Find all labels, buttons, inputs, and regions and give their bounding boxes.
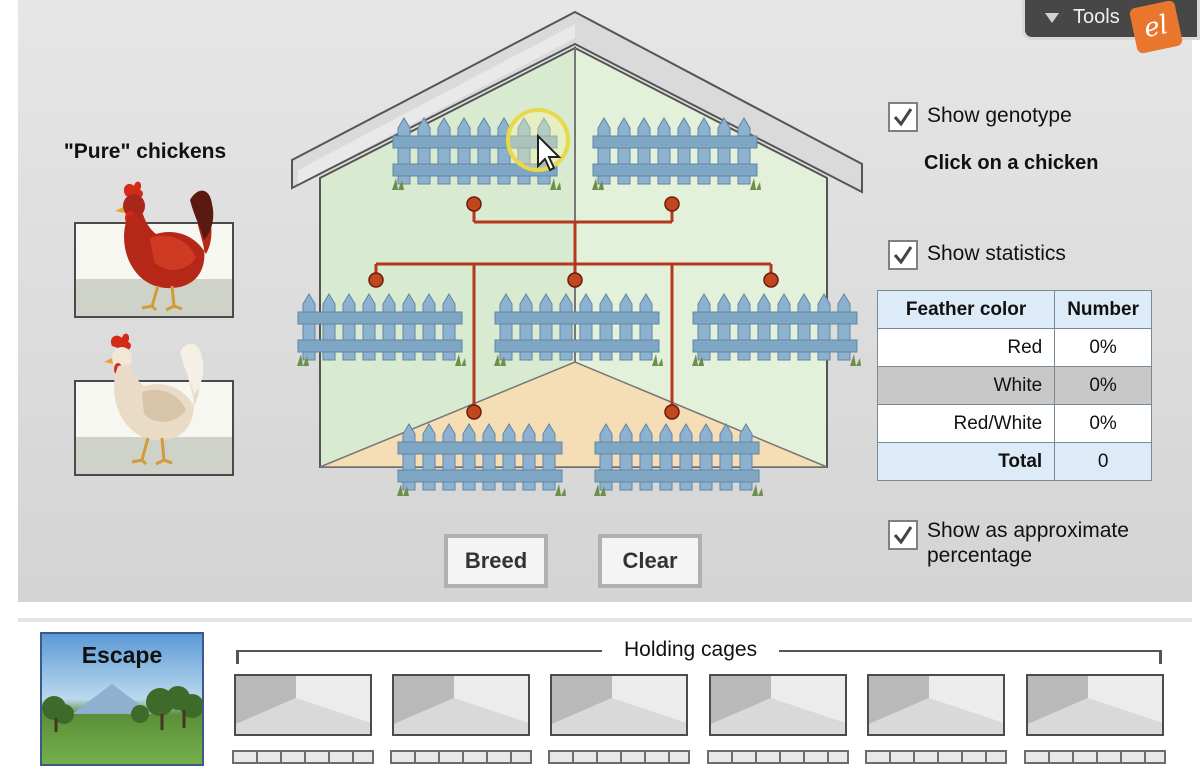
cage-interior	[869, 676, 1003, 734]
row-value-red: 0%	[1054, 328, 1152, 367]
caret-down-icon	[1045, 13, 1059, 23]
total-label: Total	[876, 442, 1056, 481]
cage-interior	[394, 676, 528, 734]
white-chicken-icon[interactable]	[100, 332, 210, 472]
table-row: Red/White 0%	[876, 404, 1152, 443]
row-label-red-white: Red/White	[876, 404, 1056, 443]
pure-chickens-title: "Pure" chickens	[63, 140, 227, 163]
show-statistics-label: Show statistics	[927, 242, 1066, 265]
holding-cage-4[interactable]	[709, 674, 847, 736]
row-label-white: White	[876, 366, 1056, 405]
holding-cages-title: Holding cages	[602, 638, 780, 662]
parent-pen-right[interactable]	[590, 112, 762, 192]
escape-area[interactable]: Escape	[40, 632, 204, 766]
checkmark-icon	[893, 526, 913, 545]
total-value: 0	[1054, 442, 1152, 481]
holding-cage-5-base	[865, 750, 1007, 764]
holding-cage-4-base	[707, 750, 849, 764]
offspring-pen-right[interactable]	[690, 288, 862, 368]
logo-text: el	[1141, 9, 1171, 45]
show-statistics-checkbox[interactable]	[888, 240, 918, 270]
explorelearning-logo: el	[1128, 0, 1184, 55]
table-header-feather-color: Feather color	[876, 290, 1056, 329]
holding-cage-1-base	[232, 750, 374, 764]
offspring-pen-center[interactable]	[492, 288, 664, 368]
holding-cage-3-base	[548, 750, 690, 764]
holding-cage-5[interactable]	[867, 674, 1005, 736]
holding-cage-6[interactable]	[1026, 674, 1164, 736]
cage-interior	[1028, 676, 1162, 734]
table-header-row: Feather color Number	[876, 290, 1152, 329]
holding-cage-2[interactable]	[392, 674, 530, 736]
breed-button[interactable]: Breed	[444, 534, 548, 588]
approx-percentage-checkbox[interactable]	[888, 520, 918, 550]
clear-button[interactable]: Clear	[598, 534, 702, 588]
approx-percentage-label: Show as approximate percentage	[927, 518, 1129, 568]
grandchild-pen-right[interactable]	[592, 418, 764, 498]
checkmark-icon	[893, 246, 913, 265]
tools-menu[interactable]: Tools el	[1022, 0, 1200, 55]
holding-cage-3[interactable]	[550, 674, 688, 736]
show-genotype-checkbox[interactable]	[888, 102, 918, 132]
statistics-table: Feather color Number Red 0% White 0% Red…	[876, 290, 1152, 481]
tools-label: Tools	[1073, 6, 1120, 28]
instruction-text: Click on a chicken	[924, 152, 1099, 174]
cage-interior	[711, 676, 845, 734]
approx-percentage-line1: Show as approximate	[927, 519, 1129, 542]
red-chicken-icon[interactable]	[106, 176, 226, 316]
landscape-trees-icon	[42, 684, 202, 732]
mouse-cursor-icon	[506, 108, 570, 172]
table-total-row: Total 0	[876, 442, 1152, 481]
row-label-red: Red	[876, 328, 1056, 367]
row-value-red-white: 0%	[1054, 404, 1152, 443]
holding-cage-6-base	[1024, 750, 1166, 764]
cage-interior	[236, 676, 370, 734]
show-genotype-label: Show genotype	[927, 104, 1072, 127]
table-row: White 0%	[876, 366, 1152, 405]
approx-percentage-line2: percentage	[927, 544, 1033, 567]
offspring-pen-left[interactable]	[295, 288, 467, 368]
table-header-number: Number	[1054, 290, 1152, 329]
grandchild-pen-left[interactable]	[395, 418, 567, 498]
cage-interior	[552, 676, 686, 734]
checkmark-icon	[893, 108, 913, 127]
holding-cage-1[interactable]	[234, 674, 372, 736]
row-value-white: 0%	[1054, 366, 1152, 405]
table-row: Red 0%	[876, 328, 1152, 367]
holding-cage-2-base	[390, 750, 532, 764]
breeding-coop	[291, 10, 863, 468]
escape-label: Escape	[81, 642, 163, 668]
